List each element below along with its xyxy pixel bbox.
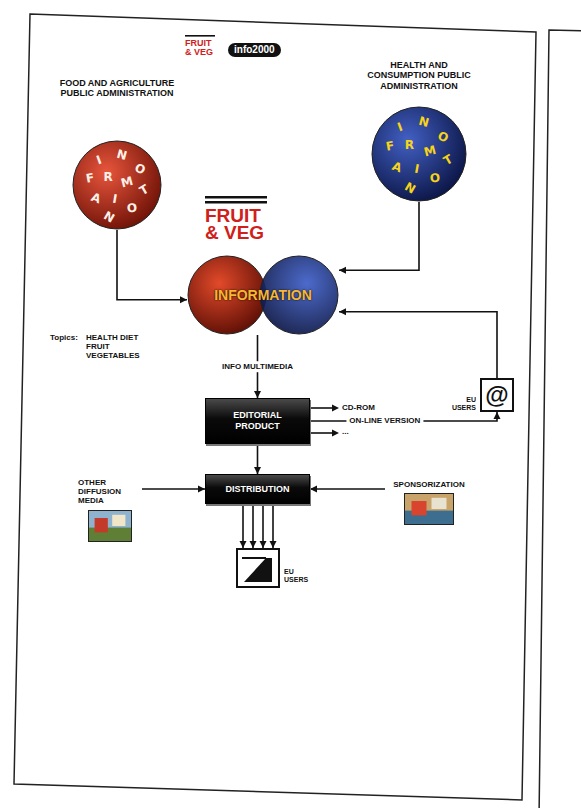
connector: [339, 308, 497, 378]
connector-line: [310, 488, 385, 490]
connector: [117, 230, 187, 303]
agency-heading: HEALTH AND CONSUMPTION PUBLIC ADMINISTRA…: [352, 60, 486, 91]
output-arrow-head: [332, 430, 339, 437]
photo-thumbnail: [404, 493, 454, 525]
photo-figure: [412, 501, 427, 515]
arrow-head: [180, 296, 187, 303]
connector: [260, 504, 267, 548]
logo-text: FRUIT & VEG: [205, 207, 267, 242]
arrow-head: [310, 486, 317, 493]
connector: [250, 504, 257, 548]
arrow-head: [339, 267, 346, 274]
logo-text: info2000: [228, 43, 281, 57]
arrow-head: [198, 486, 205, 493]
arrow-head: [270, 541, 277, 548]
next-page-outline: [539, 30, 581, 808]
scattered-letter: O: [127, 201, 138, 214]
page-outline: [14, 14, 536, 800]
arrow-head: [250, 541, 257, 548]
scattered-letter: O: [430, 172, 441, 185]
users-icon-drawing: [236, 548, 280, 588]
connector: [270, 504, 277, 548]
photo-figure: [112, 514, 125, 525]
users-label: EU USERS: [284, 568, 308, 584]
media-heading: OTHER DIFFUSION MEDIA: [78, 478, 142, 506]
logo-text: FRUIT & VEG: [185, 39, 215, 56]
users-icon: [236, 548, 280, 588]
connector-line: [339, 202, 419, 270]
process-box: EDITORIAL PRODUCT: [205, 398, 310, 444]
output-arrow-head: [332, 405, 339, 412]
icon-frame: [237, 549, 279, 587]
photo-ground: [88, 510, 132, 542]
arrow-head: [494, 412, 501, 419]
topics-label: Topics:: [50, 333, 78, 342]
photo-field: [88, 527, 132, 541]
media-node: SPONSORIZATION: [385, 480, 473, 525]
logo-bar: [205, 201, 267, 204]
information-title: INFORMATION: [187, 288, 339, 302]
users-label: EU USERS: [452, 396, 476, 412]
connector: [339, 202, 419, 274]
connector-line: [142, 488, 205, 490]
output-label: CD-ROM: [342, 403, 375, 413]
connector-label: INFO MULTIMEDIA: [219, 361, 296, 373]
output-label: ...: [342, 427, 349, 437]
process-box: DISTRIBUTION: [205, 474, 310, 504]
web-users-node: @ EU USERS: [440, 378, 514, 412]
scattered-letter: M: [422, 144, 437, 159]
connector: [240, 504, 247, 548]
photo-figure: [95, 518, 108, 532]
agency-circle-node: HEALTH AND CONSUMPTION PUBLIC ADMINISTRA…: [352, 60, 486, 202]
connector-line: [339, 312, 497, 378]
topics-list: HEALTH DIET FRUIT VEGETABLES: [86, 333, 140, 361]
output-arrow-line: [311, 407, 333, 409]
media-node: OTHER DIFFUSION MEDIA: [78, 478, 142, 542]
information-node: INFORMATION: [187, 255, 339, 335]
photo-thumbnail: [88, 510, 132, 542]
photo-box: [88, 510, 132, 542]
at-box: @: [480, 378, 514, 412]
arrow-head: [254, 391, 261, 398]
arrow-head: [260, 541, 267, 548]
icon-wedge: [244, 558, 272, 582]
icon-line: [242, 557, 266, 559]
photo-frame: [89, 510, 132, 541]
photo-ground: [404, 493, 454, 525]
photo-figure: [432, 498, 447, 509]
agency-heading: FOOD AND AGRICULTURE PUBLIC ADMINISTRATI…: [52, 78, 182, 99]
arrow-head: [254, 467, 261, 474]
process-label: EDITORIAL PRODUCT: [217, 410, 299, 432]
agency-circle-node: FOOD AND AGRICULTURE PUBLIC ADMINISTRATI…: [52, 78, 182, 230]
photo-box: [404, 493, 454, 525]
connector-line: [117, 230, 187, 300]
at-symbol: @: [482, 380, 512, 410]
logo-bar: [185, 35, 215, 37]
arrow-head: [240, 541, 247, 548]
arrow-head: [339, 308, 346, 315]
media-heading: SPONSORIZATION: [385, 480, 473, 489]
connector-label: ON-LINE VERSION: [346, 415, 423, 427]
process-label: DISTRIBUTION: [220, 484, 296, 495]
logo-bar: [205, 196, 267, 199]
scattered-letter: M: [120, 175, 135, 190]
info-circle: INFORMATION: [371, 106, 467, 202]
circle-fill: [372, 107, 466, 201]
connector: [142, 486, 205, 493]
circle-fill: [73, 141, 161, 229]
connector: [310, 486, 385, 493]
end-users-node: EU USERS: [236, 548, 328, 588]
connector: [254, 444, 261, 474]
photo-frame: [405, 494, 454, 525]
info-circle: INFORMATION: [72, 140, 162, 230]
scattered-letter: R: [405, 139, 414, 151]
output-arrow-line: [311, 432, 333, 434]
scattered-letter: R: [103, 171, 112, 183]
